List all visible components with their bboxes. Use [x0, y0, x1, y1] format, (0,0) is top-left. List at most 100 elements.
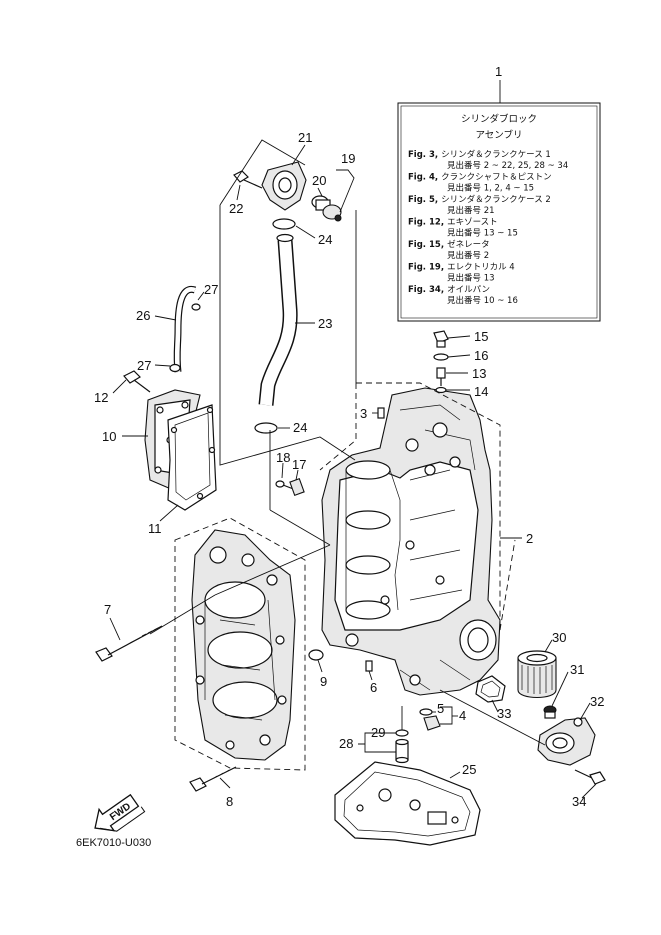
bolt-13 [436, 367, 446, 386]
callout-23: 23 [318, 316, 332, 331]
clamp-27-upper [191, 303, 201, 311]
oil-pan-gasket [334, 761, 481, 846]
callout-33: 33 [497, 706, 511, 721]
fwd-arrow-icon: FWD [94, 793, 146, 832]
callout-22: 22 [229, 201, 243, 216]
water-pipe-23 [258, 233, 298, 406]
reference-items: 見出番号 13 [447, 273, 495, 284]
reference-fig: Fig. 19, [408, 263, 444, 273]
callout-24-upper: 24 [318, 232, 332, 247]
callout-3: 3 [360, 406, 367, 421]
callout-24-lower: 24 [293, 420, 307, 435]
callout-26: 26 [136, 308, 150, 323]
reference-fig: Fig. 12, [408, 218, 444, 228]
callout-8: 8 [226, 794, 233, 809]
filter-bracket-32 [537, 717, 596, 766]
reference-items: 見出番号 1, 2, 4 ~ 15 [447, 183, 534, 194]
o-ring-9 [308, 649, 324, 661]
oil-filter-30 [517, 650, 557, 699]
reference-line: Fig. 4,クランクシャフト＆ピストン [408, 173, 552, 183]
crankcase-half [191, 529, 296, 761]
callout-11: 11 [148, 521, 162, 536]
callout-27-upper: 27 [204, 282, 218, 297]
assembly-title-line1: シリンダブロック [461, 113, 537, 125]
reference-name: ゼネレータ [447, 239, 490, 250]
assembly-title-line2: アセンブリ [475, 129, 522, 141]
reference-fig: Fig. 3, [408, 150, 438, 160]
reference-items: 見出番号 2 [447, 250, 489, 261]
bolt-8 [189, 766, 237, 792]
callout-29: 29 [371, 725, 385, 740]
reference-line: Fig. 34,オイルパン [408, 285, 490, 295]
reference-fig: Fig. 34, [408, 285, 444, 295]
dowel-3 [377, 407, 385, 419]
callout-25: 25 [462, 762, 476, 777]
bolt-7 [95, 625, 163, 662]
callout-numbers: 2 3 4 5 6 7 8 9 10 11 12 13 14 15 16 17 … [94, 130, 604, 809]
callout-28: 28 [339, 736, 353, 751]
callout-15: 15 [474, 329, 488, 344]
cover-gasket [167, 404, 217, 511]
callout-12: 12 [94, 390, 108, 405]
reference-fig: Fig. 15, [408, 240, 444, 250]
thermostat-20 [311, 195, 342, 222]
thermostat-cover [261, 161, 307, 211]
callout-30: 30 [552, 630, 566, 645]
o-ring-29 [395, 729, 409, 737]
callout-16: 16 [474, 348, 488, 363]
reference-name: シリンダ＆クランクケース 2 [441, 194, 551, 205]
cylinder-block [321, 387, 501, 696]
fitting-31 [543, 705, 557, 719]
reference-items: 見出番号 2 ~ 22, 25, 28 ~ 34 [447, 160, 568, 171]
callout-4: 4 [459, 708, 466, 723]
reference-fig: Fig. 4, [408, 173, 438, 183]
callout-31: 31 [570, 662, 584, 677]
reference-name: エレクトリカル 4 [447, 263, 515, 273]
seal-24-lower [254, 422, 278, 434]
reference-items: 見出番号 10 ~ 16 [447, 295, 518, 306]
callout-9: 9 [320, 674, 327, 689]
pipe-28 [395, 738, 409, 764]
bolt-12 [123, 370, 151, 393]
callout-18: 18 [276, 450, 290, 465]
gasket-33 [475, 675, 506, 703]
callout-27-lower: 27 [137, 358, 151, 373]
callout-32: 32 [590, 694, 604, 709]
reference-name: オイルパン [447, 285, 490, 295]
crankcase-boundary-line [174, 517, 306, 771]
reference-line: Fig. 5,シリンダ＆クランクケース 2 [408, 194, 551, 205]
callout-2: 2 [526, 531, 533, 546]
reference-items: 見出番号 13 ~ 15 [447, 228, 518, 239]
clamp-27-lower [169, 363, 181, 373]
reference-line: Fig. 12,エキゾースト [408, 218, 498, 228]
callout-5: 5 [437, 701, 444, 716]
plug-4 [423, 715, 441, 731]
reference-line: Fig. 15,ゼネレータ [408, 239, 490, 250]
callout-1: 1 [495, 64, 502, 79]
reference-line: Fig. 19,エレクトリカル 4 [408, 263, 515, 273]
bolt-22 [233, 170, 263, 189]
washer-5 [419, 708, 433, 716]
bolt-34 [574, 769, 606, 785]
callout-14: 14 [474, 384, 488, 399]
reference-line: Fig. 3,シリンダ＆クランクケース 1 [408, 149, 551, 160]
callout-13: 13 [472, 366, 486, 381]
leader-lines [109, 139, 597, 799]
washer-16 [433, 353, 449, 361]
washer-14 [435, 386, 447, 394]
reference-fig: Fig. 5, [408, 195, 438, 205]
callout-6: 6 [370, 680, 377, 695]
callout-21: 21 [298, 130, 312, 145]
reference-name: クランクシャフト＆ピストン [441, 173, 552, 183]
assembly-reference-box: 1 シリンダブロック アセンブリ Fig. 3,シリンダ＆クランクケース 1見出… [397, 64, 601, 322]
seal-24-upper [272, 218, 296, 230]
callout-20: 20 [312, 173, 326, 188]
callout-7: 7 [104, 602, 111, 617]
drawing-code: 6EK7010-U030 [76, 837, 151, 849]
sensor-17 [289, 478, 305, 496]
reference-items: 見出番号 21 [447, 205, 495, 216]
callout-10: 10 [102, 429, 116, 444]
reference-name: エキゾースト [447, 218, 498, 228]
callout-19: 19 [341, 151, 355, 166]
